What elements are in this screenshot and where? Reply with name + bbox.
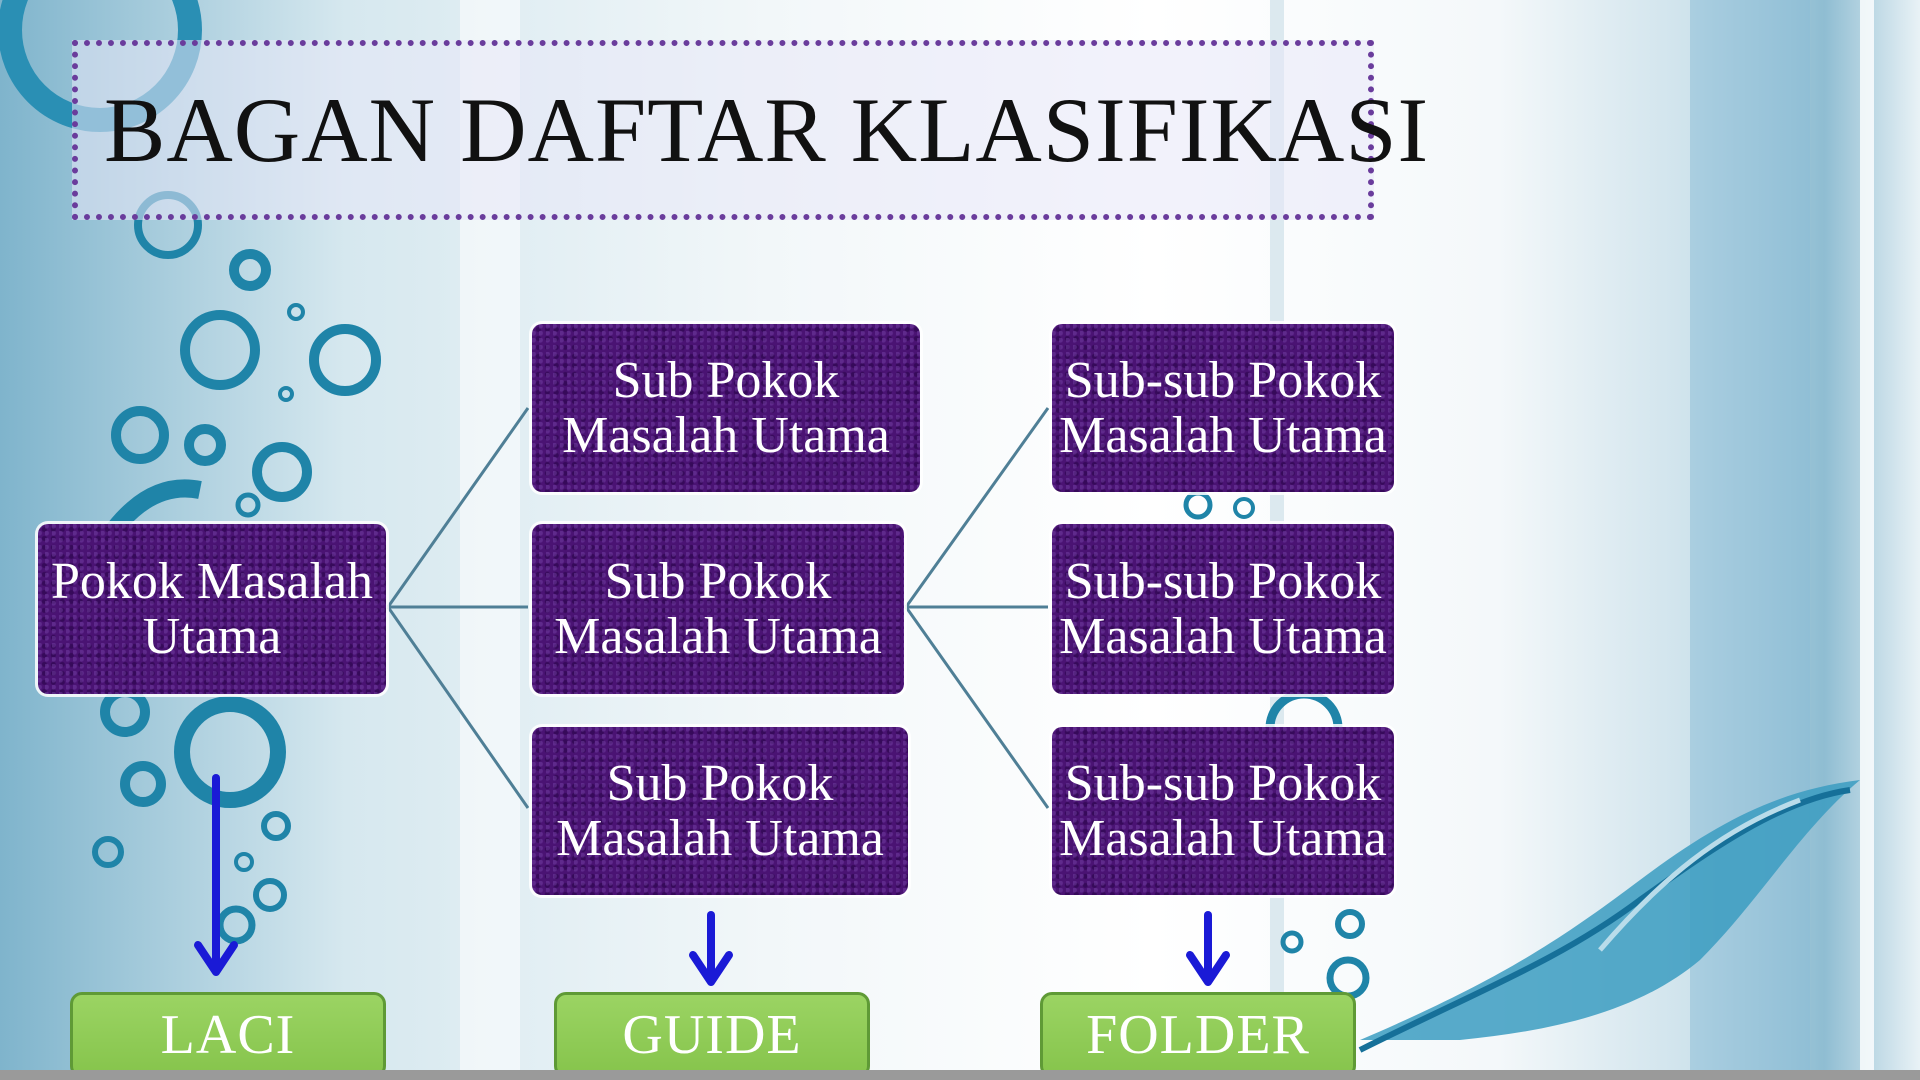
node-line1: Sub Pokok	[612, 352, 840, 409]
node-line1: Sub-sub Pokok	[1064, 352, 1382, 409]
connector-root-sub3	[386, 606, 530, 809]
node-line2: Masalah Utama	[554, 608, 882, 665]
node-line1: Sub Pokok	[604, 553, 832, 610]
connector-root-sub1	[386, 407, 530, 608]
arrow-guide-head	[689, 951, 733, 986]
node-line2: Masalah Utama	[556, 810, 884, 867]
node-sub-sub-pokok-1: Sub-sub Pokok Masalah Utama	[1052, 324, 1394, 492]
node-sub-pokok-1: Sub Pokok Masalah Utama	[532, 324, 920, 492]
node-sub-pokok-3: Sub Pokok Masalah Utama	[532, 727, 908, 895]
title-box: BAGAN DAFTAR KLASIFIKASI	[72, 40, 1428, 220]
node-line2: Masalah Utama	[1059, 608, 1387, 665]
node-pokok-masalah-utama: Pokok Masalah Utama	[38, 524, 386, 694]
arrow-laci-head	[194, 941, 238, 976]
node-line2: Utama	[142, 608, 282, 665]
node-sub-sub-pokok-3: Sub-sub Pokok Masalah Utama	[1052, 727, 1394, 895]
node-sub-pokok-2: Sub Pokok Masalah Utama	[532, 524, 904, 694]
node-line2: Masalah Utama	[562, 407, 890, 464]
node-line1: Sub-sub Pokok	[1064, 553, 1382, 610]
node-line1: Sub Pokok	[606, 755, 834, 812]
arrow-folder-head	[1186, 951, 1230, 986]
label-guide: GUIDE	[554, 992, 870, 1078]
node-line1: Sub-sub Pokok	[1064, 755, 1382, 812]
node-line2: Masalah Utama	[1059, 407, 1387, 464]
label-folder: FOLDER	[1040, 992, 1356, 1078]
label-laci: LACI	[70, 992, 386, 1078]
connector-sub2-subsub3	[904, 606, 1050, 809]
node-line1: Pokok Masalah	[50, 553, 374, 610]
node-line2: Masalah Utama	[1059, 810, 1387, 867]
diagram-title: BAGAN DAFTAR KLASIFIKASI	[104, 79, 1430, 181]
node-sub-sub-pokok-2: Sub-sub Pokok Masalah Utama	[1052, 524, 1394, 694]
bottom-edge	[0, 1070, 1920, 1080]
connector-sub2-subsub1	[904, 407, 1050, 608]
